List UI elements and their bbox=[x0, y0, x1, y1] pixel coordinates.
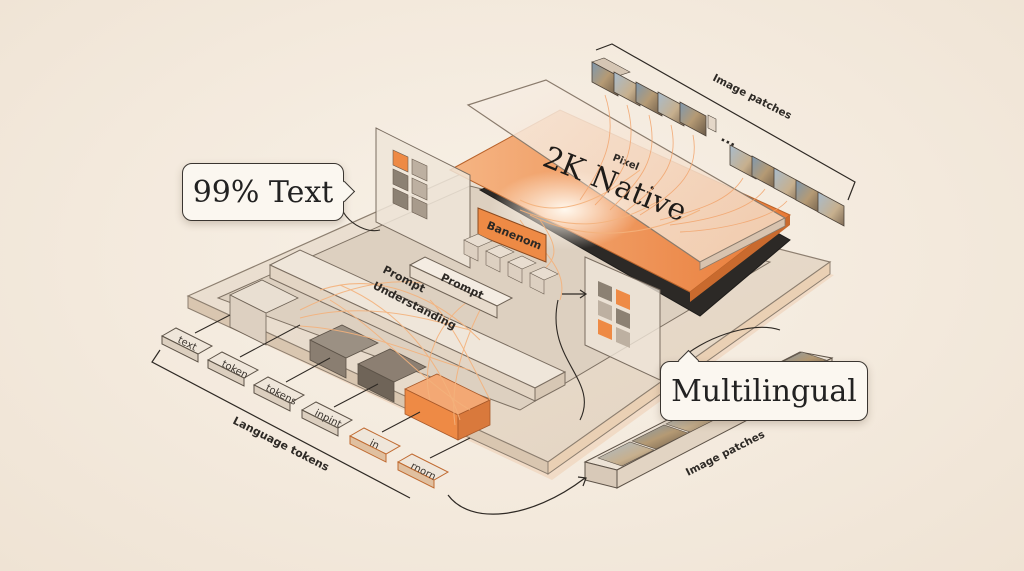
language-tokens-bracket bbox=[151, 349, 587, 515]
text-accuracy-callout: 99% Text bbox=[182, 163, 344, 221]
token-chip-1: text bbox=[160, 327, 214, 363]
token-chip-3: tokens bbox=[252, 376, 306, 412]
prompt-block: Prompt bbox=[408, 256, 514, 319]
banenom-block: Banenom bbox=[477, 207, 547, 263]
token-chip-5-label: in bbox=[368, 438, 381, 452]
token-chip-2: token bbox=[206, 351, 260, 387]
arrow-to-output bbox=[562, 289, 588, 299]
multilingual-callout: Multilingual bbox=[660, 361, 868, 421]
token-arrows bbox=[194, 314, 471, 459]
image-patches-top-label: Image patches bbox=[711, 72, 794, 122]
multilingual-callout-label: Multilingual bbox=[671, 373, 857, 409]
image-patches-top-bracket bbox=[595, 43, 856, 201]
panel-grid-left bbox=[392, 149, 428, 220]
token-chip-4: inpint bbox=[300, 401, 354, 437]
encoder-panel bbox=[375, 127, 471, 269]
language-token-chips: text token tokens inpint in rnorn bbox=[160, 327, 450, 489]
text-accuracy-callout-label: 99% Text bbox=[192, 174, 334, 210]
image-patches-top-lines bbox=[579, 94, 788, 233]
ellipsis-label: ... bbox=[718, 129, 739, 150]
token-chip-6: rnorn bbox=[396, 453, 450, 489]
attention-lines bbox=[299, 169, 701, 426]
token-chip-5: in bbox=[348, 427, 402, 463]
middle-cubes bbox=[463, 233, 559, 295]
image-patches-top-row: ... bbox=[591, 57, 845, 227]
